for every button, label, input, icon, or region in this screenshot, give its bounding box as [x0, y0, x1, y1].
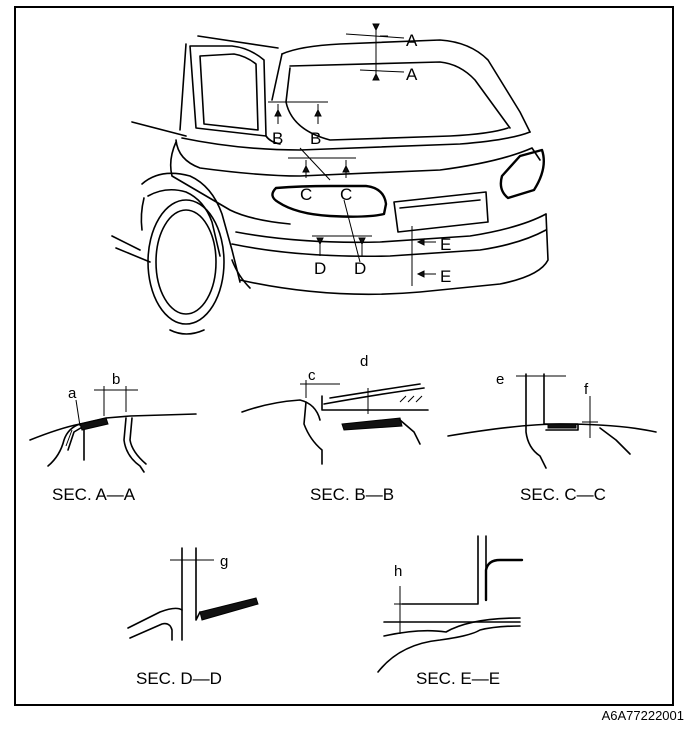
dimension-e: e — [496, 371, 504, 388]
marker-d-right: D — [354, 259, 366, 278]
section-d-d: g SEC. D—D — [127, 547, 259, 688]
dimension-f: f — [584, 381, 589, 398]
section-c-c: e f SEC. C—C — [447, 371, 657, 504]
dimension-h: h — [394, 563, 402, 580]
dimension-a: a — [68, 385, 77, 402]
dimension-d: d — [360, 353, 368, 370]
marker-e-lower: E — [440, 267, 451, 286]
dimension-g: g — [220, 553, 228, 570]
figure-frame — [14, 6, 674, 706]
section-b-b: c d SEC. B—B — [241, 353, 429, 504]
marker-c-left: C — [300, 185, 312, 204]
figure-code: A6A77222001 — [601, 708, 684, 723]
section-e-e: h SEC. E—E — [377, 535, 524, 688]
marker-d-left: D — [314, 259, 326, 278]
section-cut-markers: A A B B C C D D E E — [268, 23, 451, 286]
marker-b-left: B — [272, 129, 283, 148]
section-d-d-label: SEC. D—D — [136, 669, 222, 688]
dimension-b: b — [112, 371, 120, 388]
section-a-a: a b SEC. A—A — [29, 371, 197, 504]
section-c-c-label: SEC. C—C — [520, 485, 606, 504]
section-e-e-label: SEC. E—E — [416, 669, 500, 688]
section-a-a-label: SEC. A—A — [52, 485, 136, 504]
marker-e-upper: E — [440, 235, 451, 254]
marker-b-right: B — [310, 129, 321, 148]
marker-a-upper: A — [406, 31, 418, 50]
section-b-b-label: SEC. B—B — [310, 485, 394, 504]
marker-c-right: C — [340, 185, 352, 204]
vehicle-rear-illustration — [111, 35, 549, 335]
dimension-c: c — [308, 367, 316, 384]
marker-a-lower: A — [406, 65, 418, 84]
